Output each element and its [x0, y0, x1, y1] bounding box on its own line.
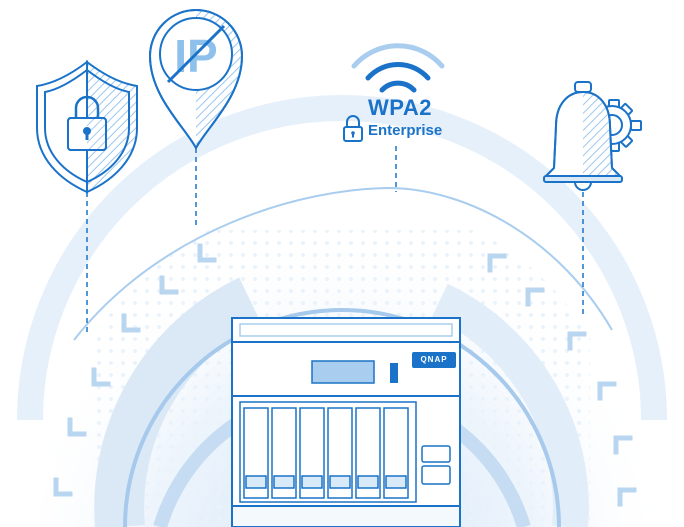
enterprise-label: Enterprise: [368, 122, 443, 139]
swirl-rings: [17, 95, 667, 527]
nas-brand-logo: QNAP: [412, 352, 456, 368]
wifi-icon: [351, 43, 445, 93]
nas-device-icon: [231, 317, 461, 527]
dome-arc: [73, 186, 613, 341]
chevron-marks: [53, 243, 637, 507]
lock-icon: [343, 115, 363, 142]
wpa2-label: WPA2: [368, 95, 432, 120]
map-pin-no-ip-icon: IP: [148, 9, 244, 151]
dashed-connectors: [86, 146, 584, 336]
shield-lock-icon: [36, 59, 138, 194]
bell-gear-icon: [543, 81, 642, 191]
